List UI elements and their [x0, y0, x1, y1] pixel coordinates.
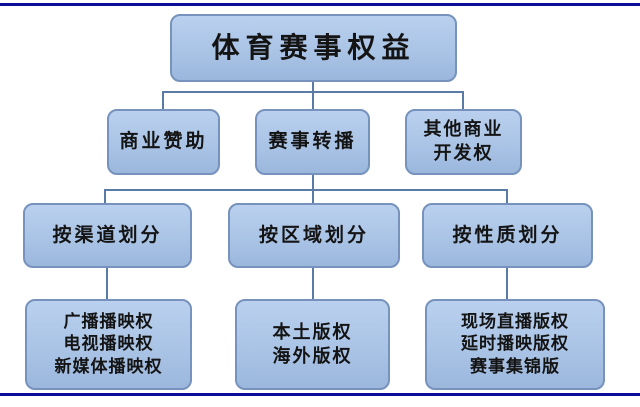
node-sports-event-rights: 体育赛事权益	[170, 14, 457, 82]
node-commercial-sponsorship-label: 商业赞助	[119, 130, 208, 153]
node-by-nature-label: 按性质划分	[452, 223, 563, 246]
connector-nature-list	[506, 268, 508, 300]
bottom-divider	[0, 393, 640, 396]
connector-root-stem	[312, 81, 314, 93]
connector-drop-by-channel	[104, 189, 106, 204]
connector-drop-by-region	[312, 189, 314, 204]
node-nature-rights-list: 现场直播版权 延时播映版权 赛事集锦版	[425, 299, 605, 390]
node-nature-rights-line3: 赛事集锦版	[470, 356, 560, 377]
connector-drop-by-nature	[506, 189, 508, 204]
connector-level3-bus	[104, 189, 508, 191]
connector-drop-other	[462, 91, 464, 110]
node-by-region-label: 按区域划分	[258, 223, 369, 246]
node-by-channel-label: 按渠道划分	[52, 223, 163, 246]
node-other-commercial-dev-rights-line2: 开发权	[433, 143, 494, 164]
node-region-rights-list: 本土版权 海外版权	[235, 299, 390, 390]
connector-drop-broadcast	[312, 91, 314, 110]
connector-region-list	[312, 268, 314, 300]
node-commercial-sponsorship: 商业赞助	[107, 109, 220, 175]
node-nature-rights-line2: 延时播映版权	[461, 334, 569, 355]
node-channel-rights-line3: 新媒体播映权	[54, 356, 163, 377]
top-divider	[0, 3, 640, 6]
node-by-nature: 按性质划分	[422, 203, 593, 268]
node-other-commercial-dev-rights: 其他商业 开发权	[405, 109, 522, 175]
node-channel-rights-list: 广播播映权 电视播映权 新媒体播映权	[25, 299, 192, 390]
connector-drop-sponsorship	[162, 91, 164, 110]
node-channel-rights-line1: 广播播映权	[63, 311, 154, 332]
connector-broadcast-stem	[312, 175, 314, 191]
node-by-region: 按区域划分	[228, 203, 400, 268]
connector-channel-list	[106, 268, 108, 300]
node-region-rights-line2: 海外版权	[272, 345, 353, 367]
node-by-channel: 按渠道划分	[23, 203, 192, 268]
node-event-broadcasting: 赛事转播	[255, 109, 370, 175]
node-sports-event-rights-label: 体育赛事权益	[211, 30, 416, 64]
node-channel-rights-line2: 电视播映权	[63, 334, 154, 355]
node-region-rights-line1: 本土版权	[272, 321, 353, 343]
node-event-broadcasting-label: 赛事转播	[268, 130, 357, 153]
node-other-commercial-dev-rights-line1: 其他商业	[423, 119, 504, 141]
node-nature-rights-line1: 现场直播版权	[461, 311, 569, 332]
